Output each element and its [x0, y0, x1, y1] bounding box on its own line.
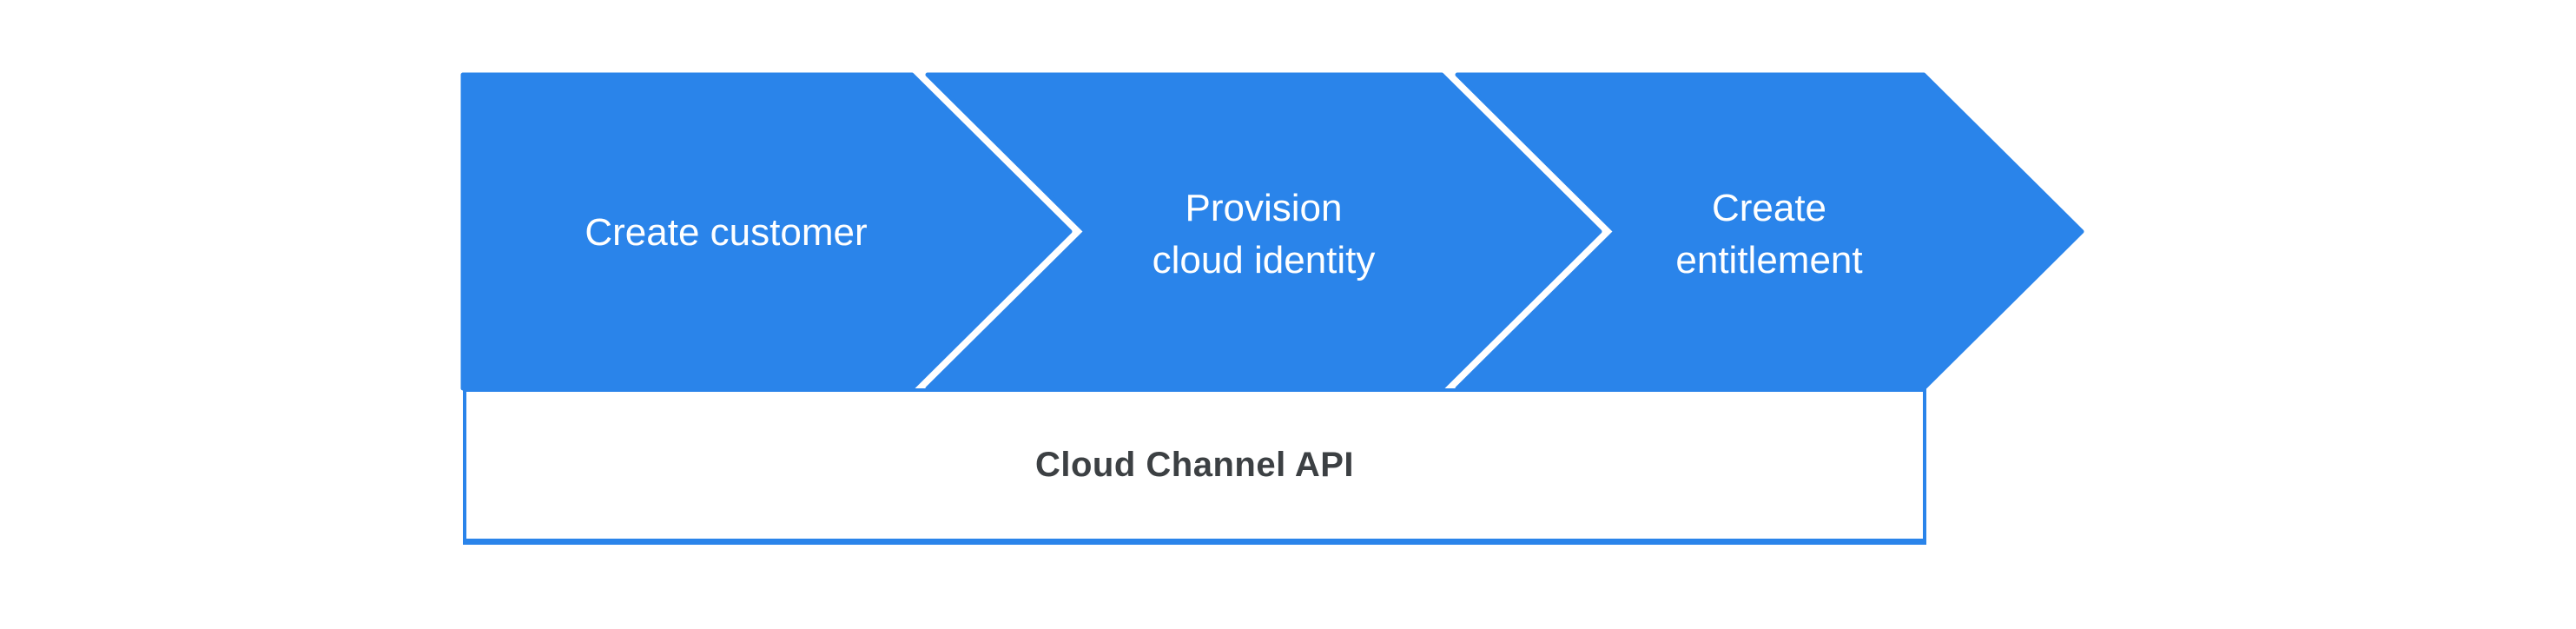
cloud-channel-api-bar: Cloud Channel API [463, 388, 1926, 545]
api-bar-label: Cloud Channel API [1034, 446, 1354, 484]
step-label-create-entitlement: Create entitlement [1675, 182, 1862, 287]
step-label-line: entitlement [1675, 239, 1863, 281]
step-label-create-customer: Create customer [585, 207, 867, 259]
chevron-step-1-shape [460, 72, 1073, 391]
step-label-line: cloud identity [1152, 239, 1376, 281]
step-label-line: Create [1711, 187, 1827, 229]
step-label-line: Provision [1185, 187, 1343, 229]
step-label-line: Create customer [585, 211, 868, 254]
step-label-provision-cloud-identity: Provision cloud identity [1153, 182, 1376, 287]
